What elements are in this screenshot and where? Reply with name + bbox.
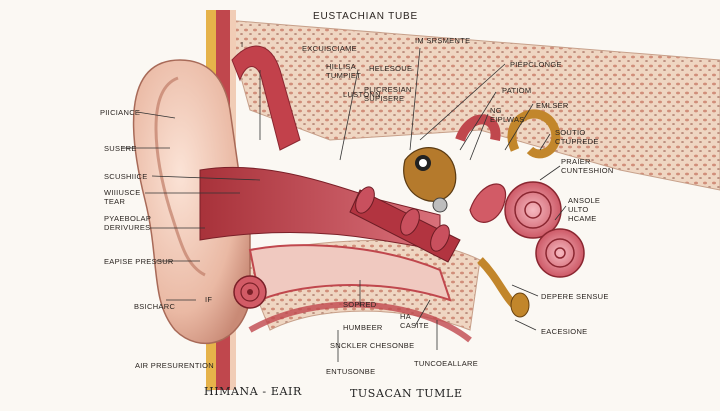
label-piepclonge: PIEPCLONGE xyxy=(510,60,562,69)
label-tusacan-tumle: TUSACAN TUMLE xyxy=(350,387,463,400)
label-air-presurention: AIR PRESURENTION xyxy=(135,361,214,370)
label-ha-casite: HA CASITE xyxy=(400,312,429,330)
label-excusciame: EXCUISCIAME xyxy=(302,44,357,53)
label-sopred: SOPRED xyxy=(343,300,376,309)
label-scushiice: SCUSHIICE xyxy=(104,172,148,181)
label-lustonn: LUSTONN xyxy=(343,90,381,99)
temporal-bone xyxy=(225,20,720,190)
label-ng-eiplwas: NG EIPLWAS xyxy=(490,106,525,124)
label-imsrsmente: IM SRSMENTE xyxy=(415,36,470,45)
label-soutio: SOUTIO CTUPREDE xyxy=(555,128,599,146)
label-pyaebolap: PYAEBOLAP DERIVURES xyxy=(104,214,151,232)
label-tuncoeallare: TUNCOEALLARE xyxy=(414,359,478,368)
label-eapise: EAPISE PRESSUR xyxy=(104,257,174,266)
label-depere: DEPERE SENSUE xyxy=(541,292,609,301)
label-wiiiusce: WIIIUSCE TEAR xyxy=(104,188,141,206)
label-i-mark: I xyxy=(241,40,243,49)
label-himana-eair: HIMANA - EAIR xyxy=(204,385,302,398)
label-piiciance: PIICIANCE xyxy=(100,108,140,117)
label-helesoue: HELESOUE xyxy=(369,64,412,73)
label-emlser: EMLSER xyxy=(536,101,569,110)
label-susere: SUSERE xyxy=(104,144,137,153)
label-humbeer: HUMBEER xyxy=(343,323,383,332)
label-if: IF xyxy=(205,295,212,304)
label-ansole: ANSOLE ULTO HCAME xyxy=(568,196,600,223)
label-bsicharc: BSICHARC xyxy=(134,302,175,311)
ossicles xyxy=(404,148,456,202)
label-patiom: PATIOM xyxy=(502,86,531,95)
label-entusonbe: ENTUSONBE xyxy=(326,367,375,376)
label-eustachian-tube: EUSTACHIAN TUBE xyxy=(313,12,418,21)
label-praier: PRAIER CUNTESHION xyxy=(561,157,614,175)
label-hillisa: HILLISA TUMPIET xyxy=(326,62,361,80)
label-eacesione: EACESIONE xyxy=(541,327,587,336)
label-snckler: SNCKLER CHESONBE xyxy=(330,341,414,350)
